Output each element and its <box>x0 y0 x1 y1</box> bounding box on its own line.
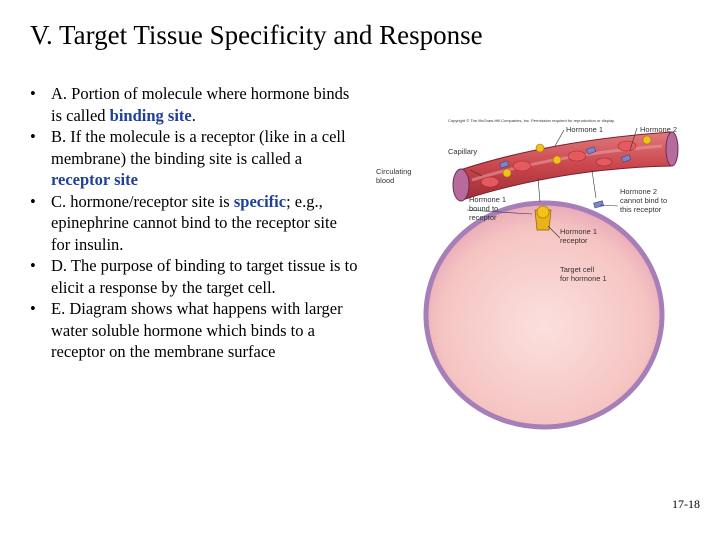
label-receptor: receptor <box>469 213 497 222</box>
bullet-text: B. If the molecule is a receptor (like i… <box>51 127 346 168</box>
label-hormone1-receptor: Hormone 1 <box>560 227 597 236</box>
highlight-term: receptor site <box>51 170 138 189</box>
label-hormone1-bound: Hormone 1 <box>469 195 506 204</box>
hormone-receptor-diagram: Copyright © The McGraw-Hill Companies, I… <box>376 118 679 430</box>
label-for-hormone-1: for hormone 1 <box>560 274 607 283</box>
label-capillary: Capillary <box>448 147 477 156</box>
bullet-marker: • <box>30 191 36 211</box>
highlight-term: specific <box>233 191 287 211</box>
label-this-receptor: this receptor <box>620 205 662 214</box>
red-blood-cells <box>480 140 637 188</box>
label-cannot-bind: cannot bind to <box>620 196 667 205</box>
bullet-list: • A. Portion of molecule where hormone bi… <box>28 83 358 363</box>
highlight-term: binding site <box>109 105 192 125</box>
bullet-marker: • <box>30 256 36 275</box>
label-receptor-2: receptor <box>560 236 588 245</box>
bullet-item-b: • B. If the molecule is a receptor (like … <box>28 126 358 191</box>
membrane-receptor <box>534 205 552 231</box>
bullet-item-d: • D. The purpose of binding to target tis… <box>28 255 358 298</box>
label-hormone-1: Hormone 1 <box>566 125 603 134</box>
copyright-notice: Copyright © The McGraw-Hill Companies, I… <box>448 118 615 123</box>
label-circulating: Circulating <box>376 167 411 176</box>
bullet-text: C. hormone/receptor site is <box>51 191 234 211</box>
bullet-text: D. The purpose of binding to target tiss… <box>51 256 358 297</box>
bullet-text: E. Diagram shows what happens with large… <box>51 299 343 361</box>
target-cell <box>423 200 665 430</box>
bullet-text-end: . <box>191 105 196 125</box>
bullet-text-end: ; e.g., epinephrine cannot bind to the r… <box>51 191 337 254</box>
leader-lines <box>466 127 638 239</box>
bullet-marker: • <box>30 127 36 146</box>
label-hormone-2: Hormone 2 <box>640 125 677 134</box>
bullet-item-c: • C. hormone/receptor site is specific; e… <box>28 191 358 256</box>
bullet-marker: • <box>30 84 36 103</box>
hormone-molecules <box>499 135 652 209</box>
bullet-item-e: • E. Diagram shows what happens with larg… <box>28 298 358 363</box>
slide-number: 17-18 <box>672 497 700 511</box>
bullet-marker: • <box>30 299 36 318</box>
label-blood: blood <box>376 176 394 185</box>
label-target-cell: Target cell <box>560 265 595 274</box>
slide-title: V. Target Tissue Specificity and Respons… <box>30 20 483 50</box>
bullet-text: A. Portion of molecule where hormone bin… <box>51 84 350 125</box>
label-bound-to: bound to <box>469 204 498 213</box>
bullet-item-a: • A. Portion of molecule where hormone bi… <box>28 83 358 126</box>
label-hormone2-cannot: Hormone 2 <box>620 187 657 196</box>
